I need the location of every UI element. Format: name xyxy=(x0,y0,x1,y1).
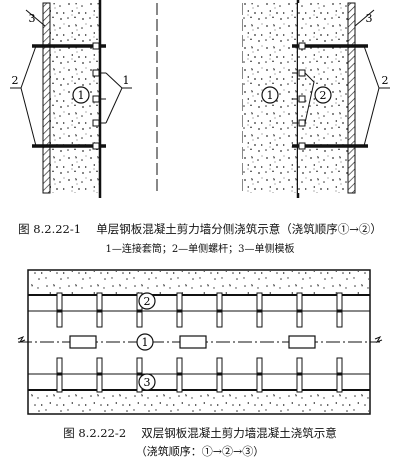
formwork-hatch-right xyxy=(347,2,356,194)
pour-order-circle-2-right xyxy=(314,86,332,104)
studs-top xyxy=(56,292,343,328)
break-mark-left xyxy=(17,335,26,344)
figure-2-caption-order: （浇筑顺序：①→②→③） xyxy=(135,445,265,458)
concrete-band-bottom xyxy=(29,390,369,413)
leader-1-left xyxy=(105,72,123,124)
pour-order-number-1-left: 1 xyxy=(78,89,85,102)
studs-bottom xyxy=(56,357,343,393)
figure-2-caption: 图 8.2.22-2 双层钢板混凝土剪力墙混凝土浇筑示意 xyxy=(63,426,337,440)
right-panel: 1 2 3 2 xyxy=(242,0,390,198)
coupler-sleeves-left xyxy=(92,42,106,150)
pour-order-circle-3 xyxy=(138,373,156,391)
figure-1-caption: 图 8.2.22-1 单层钢板混凝土剪力墙分侧浇筑示意（浇筑顺序①→②） xyxy=(18,222,382,236)
pour-order-number-2-right: 2 xyxy=(320,89,327,102)
figure-1-diagram: 1 3 2 1 1 2 3 xyxy=(10,0,390,198)
label-3-left: 3 xyxy=(29,12,36,25)
leader-2-left xyxy=(20,45,37,147)
pour-order-number-2: 2 xyxy=(144,295,151,308)
coupler-sleeves-right xyxy=(292,42,306,150)
pour-order-number-1: 1 xyxy=(142,336,149,349)
label-3-right: 3 xyxy=(366,12,373,25)
leader-1-right xyxy=(304,72,315,124)
concrete-band-top xyxy=(29,271,369,295)
figure-2-diagram: 2 1 3 xyxy=(17,269,383,415)
break-mark-right xyxy=(374,335,383,344)
label-2-right: 2 xyxy=(382,74,389,87)
tie-plates xyxy=(69,335,316,349)
pour-order-circle-1-right xyxy=(261,86,279,104)
pour-order-circle-1 xyxy=(136,333,154,351)
pour-order-number-1-right: 1 xyxy=(267,89,274,102)
left-panel: 1 3 2 1 xyxy=(10,0,158,198)
pour-order-circle-1-left xyxy=(72,86,90,104)
label-1-left: 1 xyxy=(123,74,130,87)
pour-order-circle-2 xyxy=(138,292,156,310)
leader-2-right xyxy=(363,45,380,147)
figure-1-legend: 1—连接套筒；2—单侧螺杆；3—单侧模板 xyxy=(105,244,295,255)
formwork-hatch-left xyxy=(42,2,51,194)
label-2-left: 2 xyxy=(12,74,19,87)
pour-order-number-3: 3 xyxy=(144,376,151,389)
